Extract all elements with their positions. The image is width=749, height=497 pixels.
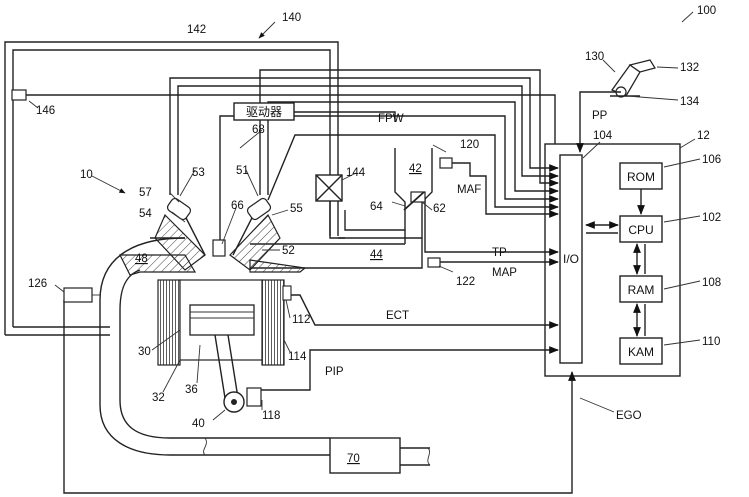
label-48: 48 xyxy=(135,253,148,265)
label-142: 142 xyxy=(187,24,206,36)
label-fpw: FPW xyxy=(378,113,404,125)
io-label: I/O xyxy=(563,252,579,266)
signal-bundle xyxy=(63,69,576,494)
kam-label: KAM xyxy=(628,345,654,359)
label-64: 64 xyxy=(370,201,383,213)
label-126: 126 xyxy=(28,278,47,290)
label-44: 44 xyxy=(370,249,383,261)
egr-valve-144 xyxy=(315,172,357,239)
controller-bus xyxy=(585,189,646,337)
label-pip: PIP xyxy=(325,366,344,378)
label-10: 10 xyxy=(80,169,93,181)
label-tp: TP xyxy=(492,247,507,259)
label-ect: ECT xyxy=(386,310,409,322)
label-118: 118 xyxy=(262,410,280,422)
pedal-assembly xyxy=(576,59,679,153)
label-100: 100 xyxy=(697,5,716,17)
rom-label: ROM xyxy=(627,170,655,184)
label-36: 36 xyxy=(185,384,198,396)
label-54: 54 xyxy=(139,208,152,220)
labels: 100 140 142 146 10 130 132 134 PP 104 12… xyxy=(28,5,721,465)
label-53: 53 xyxy=(192,167,205,179)
label-140: 140 xyxy=(282,12,301,24)
fpw-line xyxy=(294,111,396,122)
label-30: 30 xyxy=(138,346,151,358)
label-maf: MAF xyxy=(457,184,481,196)
label-134: 134 xyxy=(680,96,700,108)
label-62: 62 xyxy=(433,203,446,215)
ram-box xyxy=(619,275,663,303)
label-144: 144 xyxy=(346,167,366,179)
label-map: MAP xyxy=(492,267,517,279)
label-12: 12 xyxy=(697,130,710,142)
label-pp: PP xyxy=(592,110,608,122)
label-ego: EGO xyxy=(616,410,642,422)
engine-block xyxy=(119,197,307,413)
kam-box xyxy=(619,337,663,365)
signal-146 xyxy=(26,94,556,167)
label-108: 108 xyxy=(702,277,721,289)
egr-loop-142 xyxy=(4,41,339,336)
label-66: 66 xyxy=(231,200,244,212)
label-51: 51 xyxy=(236,165,249,177)
label-42: 42 xyxy=(409,163,422,175)
label-40: 40 xyxy=(192,418,205,430)
label-32: 32 xyxy=(152,392,165,404)
label-106: 106 xyxy=(702,154,721,166)
label-146: 146 xyxy=(36,105,55,117)
label-110: 110 xyxy=(702,336,720,348)
label-120: 120 xyxy=(460,139,479,151)
label-68: 68 xyxy=(252,124,265,136)
label-104: 104 xyxy=(593,130,613,142)
cpu-label: CPU xyxy=(628,223,653,237)
label-114: 114 xyxy=(288,351,307,363)
label-57: 57 xyxy=(139,187,152,199)
io-block xyxy=(559,154,583,364)
sensor-146 xyxy=(11,89,27,101)
label-102: 102 xyxy=(702,212,721,224)
label-130: 130 xyxy=(585,51,604,63)
label-132: 132 xyxy=(680,62,699,74)
exhaust-system xyxy=(63,237,431,474)
label-52: 52 xyxy=(282,245,295,257)
ram-label: RAM xyxy=(628,283,655,297)
driver-label: 驱动器 xyxy=(246,105,282,119)
label-112: 112 xyxy=(292,314,310,326)
label-122: 122 xyxy=(456,276,475,288)
cpu-box xyxy=(619,215,663,243)
label-55: 55 xyxy=(290,203,303,215)
label-70: 70 xyxy=(347,453,360,465)
leader-lines xyxy=(54,11,694,421)
